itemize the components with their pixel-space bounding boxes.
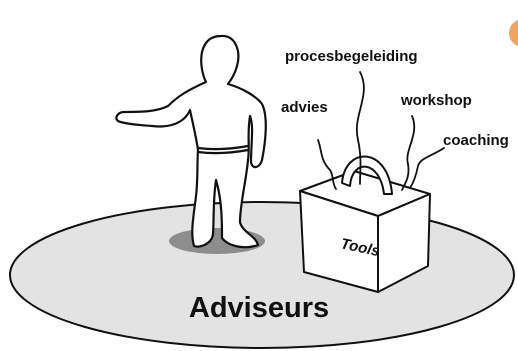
label-adviseurs: Adviseurs: [189, 292, 329, 324]
leader-advies: [317, 139, 337, 190]
leader-coaching: [409, 147, 445, 189]
platform-ellipse: [9, 201, 515, 349]
bag-side: [377, 193, 431, 293]
label-procesbegeleiding: procesbegeleiding: [285, 48, 418, 65]
tools-bag: [299, 155, 431, 293]
person-figure: [115, 34, 267, 249]
corner-accent: [509, 19, 518, 47]
bag-handle: [341, 155, 393, 195]
leader-procesbegeleiding: [355, 71, 365, 185]
leader-lines: [317, 71, 445, 191]
label-workshop: workshop: [400, 92, 472, 109]
label-coaching: coaching: [443, 132, 509, 149]
leader-workshop: [401, 115, 416, 191]
label-advies: advies: [281, 99, 328, 116]
